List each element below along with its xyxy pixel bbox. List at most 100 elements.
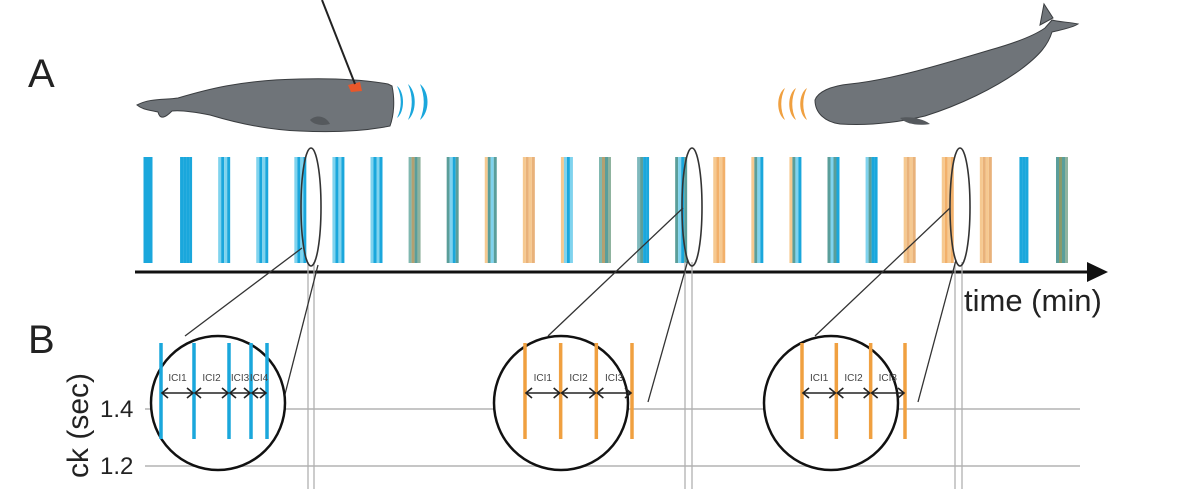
click-mark	[865, 157, 869, 263]
click-mark	[646, 157, 650, 263]
coda-21	[903, 157, 916, 263]
click-mark	[833, 157, 837, 263]
click-mark	[1056, 157, 1059, 263]
click-mark	[912, 157, 916, 263]
arrowhead-icon	[863, 387, 871, 399]
click-mark	[373, 157, 377, 263]
click-mark	[827, 157, 831, 263]
coda-7	[370, 157, 383, 263]
click-mark	[218, 157, 222, 263]
second-whale	[778, 2, 1080, 126]
coda-11	[522, 157, 535, 263]
whale-fin	[310, 116, 330, 125]
click-mark	[602, 157, 605, 263]
click-mark	[522, 157, 526, 263]
click-mark	[452, 157, 456, 263]
ici-label: ICI3	[879, 373, 898, 384]
zoom-circle	[762, 334, 900, 472]
click-mark	[608, 157, 611, 263]
coda-8	[408, 157, 421, 263]
click-mark	[982, 157, 986, 263]
click-mark	[643, 157, 647, 263]
arrowhead-icon	[259, 387, 268, 399]
ici-label: ICI1	[168, 373, 187, 384]
arrowhead-icon	[524, 387, 533, 399]
click-mark	[297, 157, 301, 263]
click-mark	[376, 157, 380, 263]
click-mark	[490, 157, 494, 263]
click-mark	[792, 157, 796, 263]
click-mark	[1022, 157, 1026, 263]
arrowhead-icon	[250, 387, 259, 399]
click-mark	[189, 157, 193, 263]
click-mark	[684, 157, 688, 263]
y-tick-1-4: 1.4	[100, 396, 134, 423]
coda-19	[827, 157, 840, 263]
whale-fin	[900, 117, 930, 125]
arrowhead-icon	[801, 387, 810, 399]
click-mark	[446, 157, 450, 263]
click-mark	[640, 157, 644, 263]
click-mark	[335, 157, 339, 263]
arrowhead-icon	[560, 387, 569, 399]
click-mark	[262, 157, 266, 263]
click-mark	[909, 157, 913, 263]
arrowhead-icon	[186, 387, 195, 399]
coda-1	[143, 157, 153, 263]
coda-10	[484, 157, 497, 263]
click-mark	[294, 157, 298, 263]
ici-label: ICI3	[231, 373, 250, 384]
arrowhead-icon	[624, 387, 633, 399]
click-mark	[1019, 157, 1023, 263]
coda-23	[979, 157, 992, 263]
click-mark	[760, 157, 764, 263]
click-mark	[256, 157, 260, 263]
click-mark	[414, 157, 418, 263]
coda-13	[599, 157, 611, 263]
click-mark	[417, 157, 421, 263]
tagged-whale	[136, 0, 428, 133]
ici-label: ICI1	[810, 373, 829, 384]
sound-wave-icon-blue	[397, 84, 428, 120]
panel-label-a: A	[28, 52, 55, 96]
click-mark	[300, 157, 304, 263]
coda-5	[294, 157, 307, 263]
click-mark	[874, 157, 878, 263]
click-mark	[944, 157, 948, 263]
guide-lines	[307, 262, 963, 489]
click-mark	[493, 157, 497, 263]
click-mark	[985, 157, 989, 263]
click-mark	[719, 157, 723, 263]
click-mark	[950, 157, 954, 263]
click-mark	[149, 157, 153, 263]
click-mark	[338, 157, 342, 263]
click-mark	[637, 157, 641, 263]
click-mark	[379, 157, 383, 263]
coda-4	[256, 157, 269, 263]
coda-9	[446, 157, 459, 263]
tag-icon	[348, 82, 362, 92]
arrowhead-icon	[836, 387, 844, 399]
click-mark	[751, 157, 755, 263]
click-mark	[484, 157, 488, 263]
click-mark	[1065, 157, 1068, 263]
click-mark	[605, 157, 608, 263]
click-mark	[722, 157, 726, 263]
click-mark	[183, 157, 187, 263]
time-axis-arrow-icon	[1087, 262, 1108, 282]
coda-timeline	[143, 157, 1068, 263]
arrowhead-icon	[870, 387, 879, 399]
coda-24	[1019, 157, 1029, 263]
click-mark	[906, 157, 910, 263]
click-mark	[227, 157, 231, 263]
click-mark	[531, 157, 535, 263]
click-mark	[675, 157, 679, 263]
arrowhead-icon	[897, 387, 906, 399]
arrowhead-icon	[596, 387, 604, 399]
arrowhead-icon	[228, 387, 237, 399]
coda-20	[865, 157, 878, 263]
whale-body	[136, 78, 395, 133]
click-mark	[566, 157, 570, 263]
